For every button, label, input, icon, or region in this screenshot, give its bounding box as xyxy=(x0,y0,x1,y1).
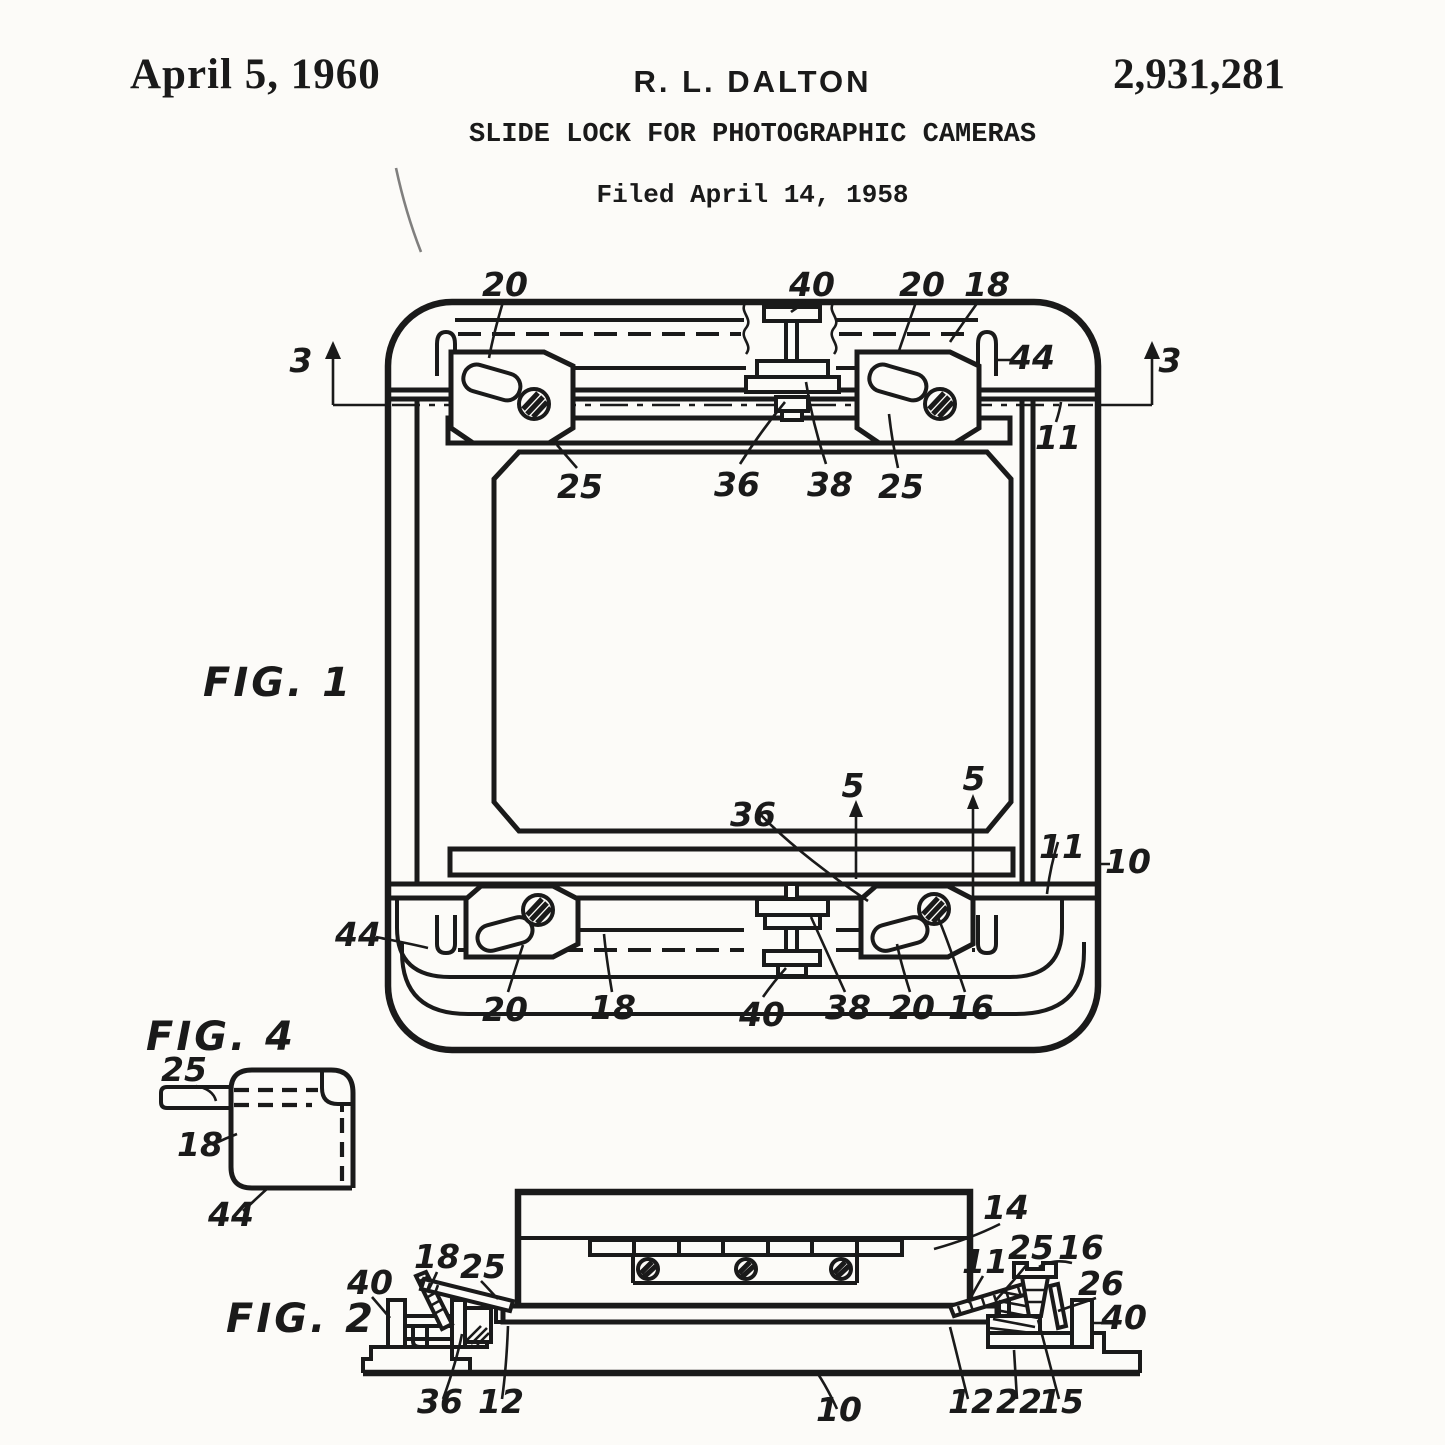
ref-numeral: 18 xyxy=(177,1125,223,1164)
figure-2-drawing: FIG. 2401825141125162640361210122215 xyxy=(226,1188,1147,1429)
ref-numeral: 3 xyxy=(290,341,313,380)
post-40-right xyxy=(1072,1300,1092,1347)
ref-numeral: 18 xyxy=(964,265,1010,304)
fig2-caption: FIG. 2 xyxy=(226,1296,376,1342)
hook-44-bottom-left xyxy=(437,915,455,953)
ref-numeral: 36 xyxy=(714,465,760,504)
ref-numeral: 38 xyxy=(825,988,871,1027)
ref-numeral: 20 xyxy=(899,265,945,304)
ref-numeral: 40 xyxy=(788,265,835,304)
scan-stray-mark xyxy=(396,168,421,252)
ref-numeral: 14 xyxy=(983,1188,1029,1227)
ref-numeral: 12 xyxy=(948,1382,994,1421)
figure-4-drawing: FIG. 4251844 xyxy=(146,1014,353,1234)
ref-numeral: 12 xyxy=(478,1382,524,1421)
ref-numeral: 38 xyxy=(807,465,853,504)
ref-numeral: 22 xyxy=(996,1382,1042,1421)
ref-numeral: 25 xyxy=(460,1247,506,1286)
ref-numeral: 18 xyxy=(414,1237,460,1276)
lower-rail xyxy=(450,849,1013,875)
fig1-caption: FIG. 1 xyxy=(203,660,353,706)
spring-25-tab xyxy=(161,1087,231,1108)
ref-numeral: 44 xyxy=(334,915,381,954)
ref-numeral: 40 xyxy=(346,1263,393,1302)
ref-numeral: 18 xyxy=(590,988,636,1027)
ref-numeral: 3 xyxy=(1159,341,1182,380)
ref-numeral: 5 xyxy=(842,766,865,805)
film-aperture xyxy=(494,452,1011,831)
ref-numeral: 44 xyxy=(207,1195,254,1234)
ref-numeral: 10 xyxy=(816,1390,862,1429)
ref-numeral: 25 xyxy=(878,467,924,506)
ref-numeral: 16 xyxy=(948,988,994,1027)
ref-numeral: 20 xyxy=(482,990,528,1029)
hook-44-bottom-right xyxy=(978,915,996,953)
ref-numeral: 36 xyxy=(730,795,776,834)
bracket-18-detail xyxy=(231,1070,352,1188)
ref-numeral: 11 xyxy=(1039,827,1085,866)
ref-numeral: 44 xyxy=(1008,338,1055,377)
ref-numeral: 40 xyxy=(1100,1298,1147,1337)
dark-slide-12 xyxy=(503,1306,997,1322)
ref-numeral: 11 xyxy=(1035,418,1081,457)
ref-numeral: 16 xyxy=(1058,1228,1104,1267)
ref-numeral: 25 xyxy=(161,1050,207,1089)
ref-numeral: 20 xyxy=(889,988,935,1027)
figure-1-drawing: FIG. 1 20 40 20 18 3 3 44 11 25 36 38 25 5 5 36 11 10 44 20… xyxy=(203,265,1181,1050)
ref-numeral: 36 xyxy=(417,1382,463,1421)
ref-numeral: 5 xyxy=(963,759,986,798)
ref-numeral: 40 xyxy=(738,995,785,1034)
ref-numeral: 20 xyxy=(482,265,528,304)
ref-numeral: 25 xyxy=(1008,1228,1054,1267)
ref-numeral: 10 xyxy=(1105,842,1151,881)
post-40-left xyxy=(388,1300,405,1347)
ref-numeral: 25 xyxy=(557,467,603,506)
ref-numeral: 15 xyxy=(1038,1382,1084,1421)
screw-shank-15 xyxy=(1022,1277,1048,1316)
pin-26 xyxy=(1050,1284,1066,1328)
ref-numeral: 11 xyxy=(962,1242,1008,1281)
